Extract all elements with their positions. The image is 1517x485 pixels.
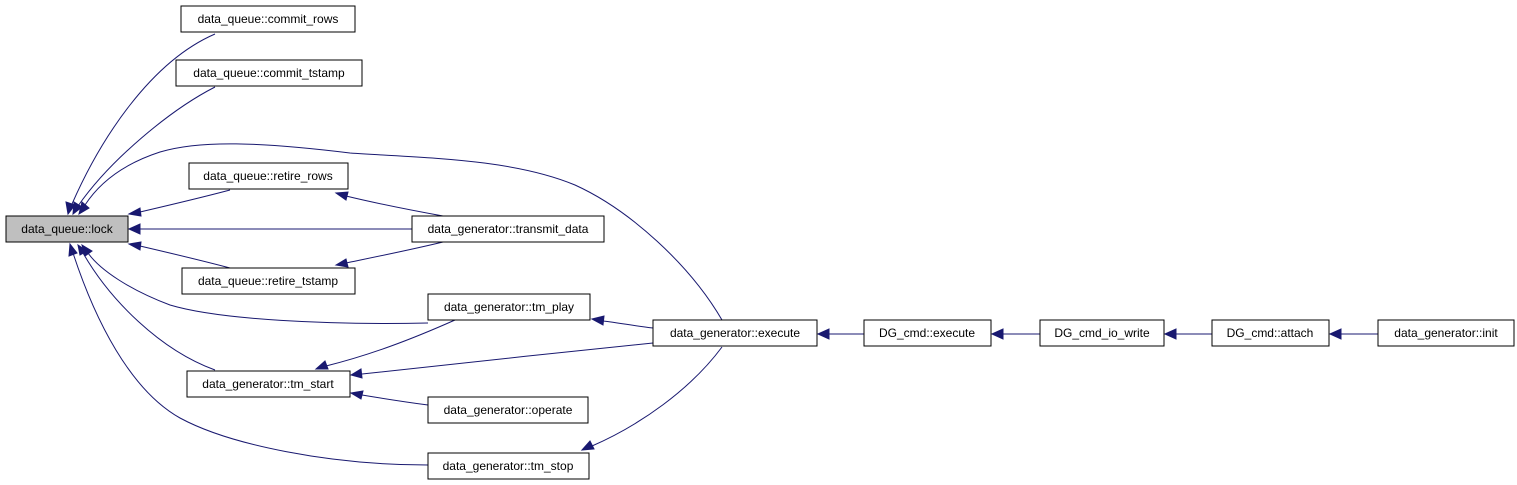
node-label: DG_cmd::attach (1227, 326, 1314, 340)
node-data-generator-tm-play[interactable]: data_generator::tm_play (427, 293, 591, 321)
arrowhead-icon (65, 201, 76, 216)
arrowhead-icon (77, 243, 88, 256)
node-label: DG_cmd::execute (879, 326, 975, 340)
arrowhead-icon (127, 207, 142, 217)
node-data-generator-operate[interactable]: data_generator::operate (427, 396, 589, 424)
node-data-generator-tm-start[interactable]: data_generator::tm_start (186, 370, 351, 398)
nodes: data_queue::lock data_queue::commit_rows… (5, 5, 1515, 480)
arrowhead-icon (334, 191, 349, 201)
edge-tm-play-to-lock (87, 252, 429, 324)
node-label: data_queue::commit_tstamp (193, 66, 345, 80)
arrowhead-icon (580, 440, 595, 451)
arrowhead-icon (127, 223, 141, 235)
edge-operate-to-tm-start (361, 394, 429, 406)
node-label: data_queue::retire_rows (203, 169, 332, 183)
arrowhead-icon (68, 242, 78, 257)
edge-tm-stop-to-lock (72, 252, 429, 466)
node-dg-cmd-io-write[interactable]: DG_cmd_io_write (1039, 319, 1165, 347)
arrowhead-icon (349, 368, 363, 379)
node-data-generator-init[interactable]: data_generator::init (1377, 319, 1515, 347)
node-dg-cmd-attach[interactable]: DG_cmd::attach (1211, 319, 1330, 347)
node-data-generator-execute[interactable]: data_generator::execute (652, 319, 818, 347)
node-dg-cmd-execute[interactable]: DG_cmd::execute (863, 319, 992, 347)
node-label: DG_cmd_io_write (1054, 326, 1150, 340)
node-label: data_generator::tm_stop (443, 459, 574, 473)
node-label: data_generator::transmit_data (428, 222, 589, 236)
edges (65, 33, 1378, 466)
node-label: data_generator::execute (670, 326, 800, 340)
arrowhead-icon (127, 241, 142, 251)
arrowhead-icon (590, 315, 605, 326)
node-data-generator-transmit-data[interactable]: data_generator::transmit_data (411, 215, 605, 243)
edge-execute-to-lock (84, 143, 723, 321)
node-label: data_generator::tm_start (202, 377, 334, 391)
edge-tm-start-to-lock (82, 252, 216, 371)
node-label: data_generator::init (1394, 326, 1498, 340)
node-data-generator-tm-stop[interactable]: data_generator::tm_stop (427, 452, 590, 480)
node-data-queue-retire-rows[interactable]: data_queue::retire_rows (188, 162, 349, 190)
node-label: data_queue::retire_tstamp (198, 274, 338, 288)
edge-tm-play-to-tm-start (325, 319, 456, 367)
arrowhead-icon (1328, 328, 1342, 340)
arrowhead-icon (78, 201, 90, 216)
arrowhead-icon (72, 201, 83, 216)
edge-commit-tstamp-to-lock (77, 86, 216, 207)
node-label: data_generator::tm_play (444, 300, 574, 314)
arrowhead-icon (334, 258, 349, 268)
arrowhead-icon (1163, 328, 1177, 340)
node-data-queue-lock[interactable]: data_queue::lock (5, 215, 129, 243)
edge-transmit-data-to-retire-tstamp (345, 241, 444, 264)
node-data-queue-commit-tstamp[interactable]: data_queue::commit_tstamp (175, 59, 363, 87)
arrowhead-icon (816, 328, 830, 340)
edge-execute-to-tm-start (361, 342, 654, 375)
node-data-queue-retire-tstamp[interactable]: data_queue::retire_tstamp (181, 267, 356, 295)
edge-retire-rows-to-lock (139, 189, 231, 213)
edge-retire-tstamp-to-lock (139, 245, 231, 269)
edge-transmit-data-to-retire-rows (345, 195, 444, 217)
edge-execute-to-tm-play (602, 320, 654, 329)
arrowhead-icon (314, 360, 329, 370)
node-label: data_queue::commit_rows (198, 12, 339, 26)
arrowhead-icon (990, 328, 1004, 340)
node-label: data_queue::lock (21, 222, 113, 236)
edge-commit-rows-to-lock (71, 33, 216, 205)
edge-execute-to-tm-stop (591, 346, 723, 447)
node-label: data_generator::operate (444, 403, 573, 417)
node-data-queue-commit-rows[interactable]: data_queue::commit_rows (180, 5, 356, 33)
arrowhead-icon (349, 390, 364, 400)
